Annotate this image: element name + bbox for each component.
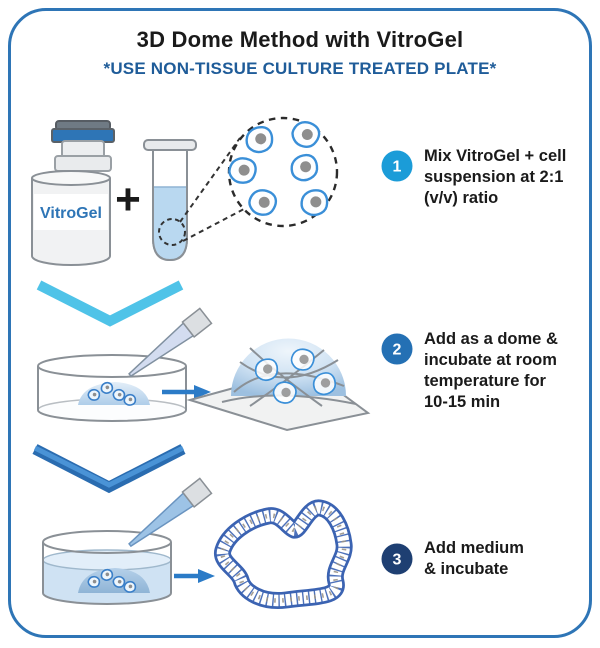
chevron-down-icon <box>36 280 184 327</box>
chevron-down-icon <box>32 444 186 494</box>
gel-dome-closeup <box>186 338 371 432</box>
sample-callout-circle <box>158 218 186 246</box>
plus-sign: + <box>115 175 141 224</box>
step1-badge: 1 <box>381 150 413 182</box>
step3-illustration <box>42 477 353 609</box>
arrow-right-icon <box>174 569 215 583</box>
step2-illustration <box>37 307 371 432</box>
step2-text: Add as a dome & incubate at room tempera… <box>424 330 558 411</box>
step2-number: 2 <box>393 342 402 359</box>
conical-tube-icon <box>143 137 245 262</box>
vitrogel-vial-icon: VitroGel <box>31 120 115 266</box>
cells-magnified-view <box>226 116 339 228</box>
warning-subtitle: *USE NON-TISSUE CULTURE TREATED PLATE* <box>103 59 497 78</box>
step3-badge: 3 <box>381 543 413 575</box>
step1-illustration: VitroGel + <box>31 116 339 266</box>
vial-label: VitroGel <box>40 205 102 222</box>
pipette-icon <box>128 477 213 548</box>
step1-number: 1 <box>393 159 402 176</box>
step2-badge: 2 <box>381 333 413 365</box>
pipette-icon <box>128 307 213 378</box>
step1-text: Mix VitroGel + cell suspension at 2:1 (v… <box>424 147 567 207</box>
arrow-right-icon <box>162 385 211 399</box>
organoid-ring <box>214 499 353 609</box>
step3-number: 3 <box>393 552 402 569</box>
step3-text: Add medium & incubate <box>424 539 524 578</box>
medium-dish-icon <box>42 530 172 605</box>
page-title: 3D Dome Method with VitroGel <box>136 27 464 52</box>
petri-dish-icon <box>37 354 187 422</box>
